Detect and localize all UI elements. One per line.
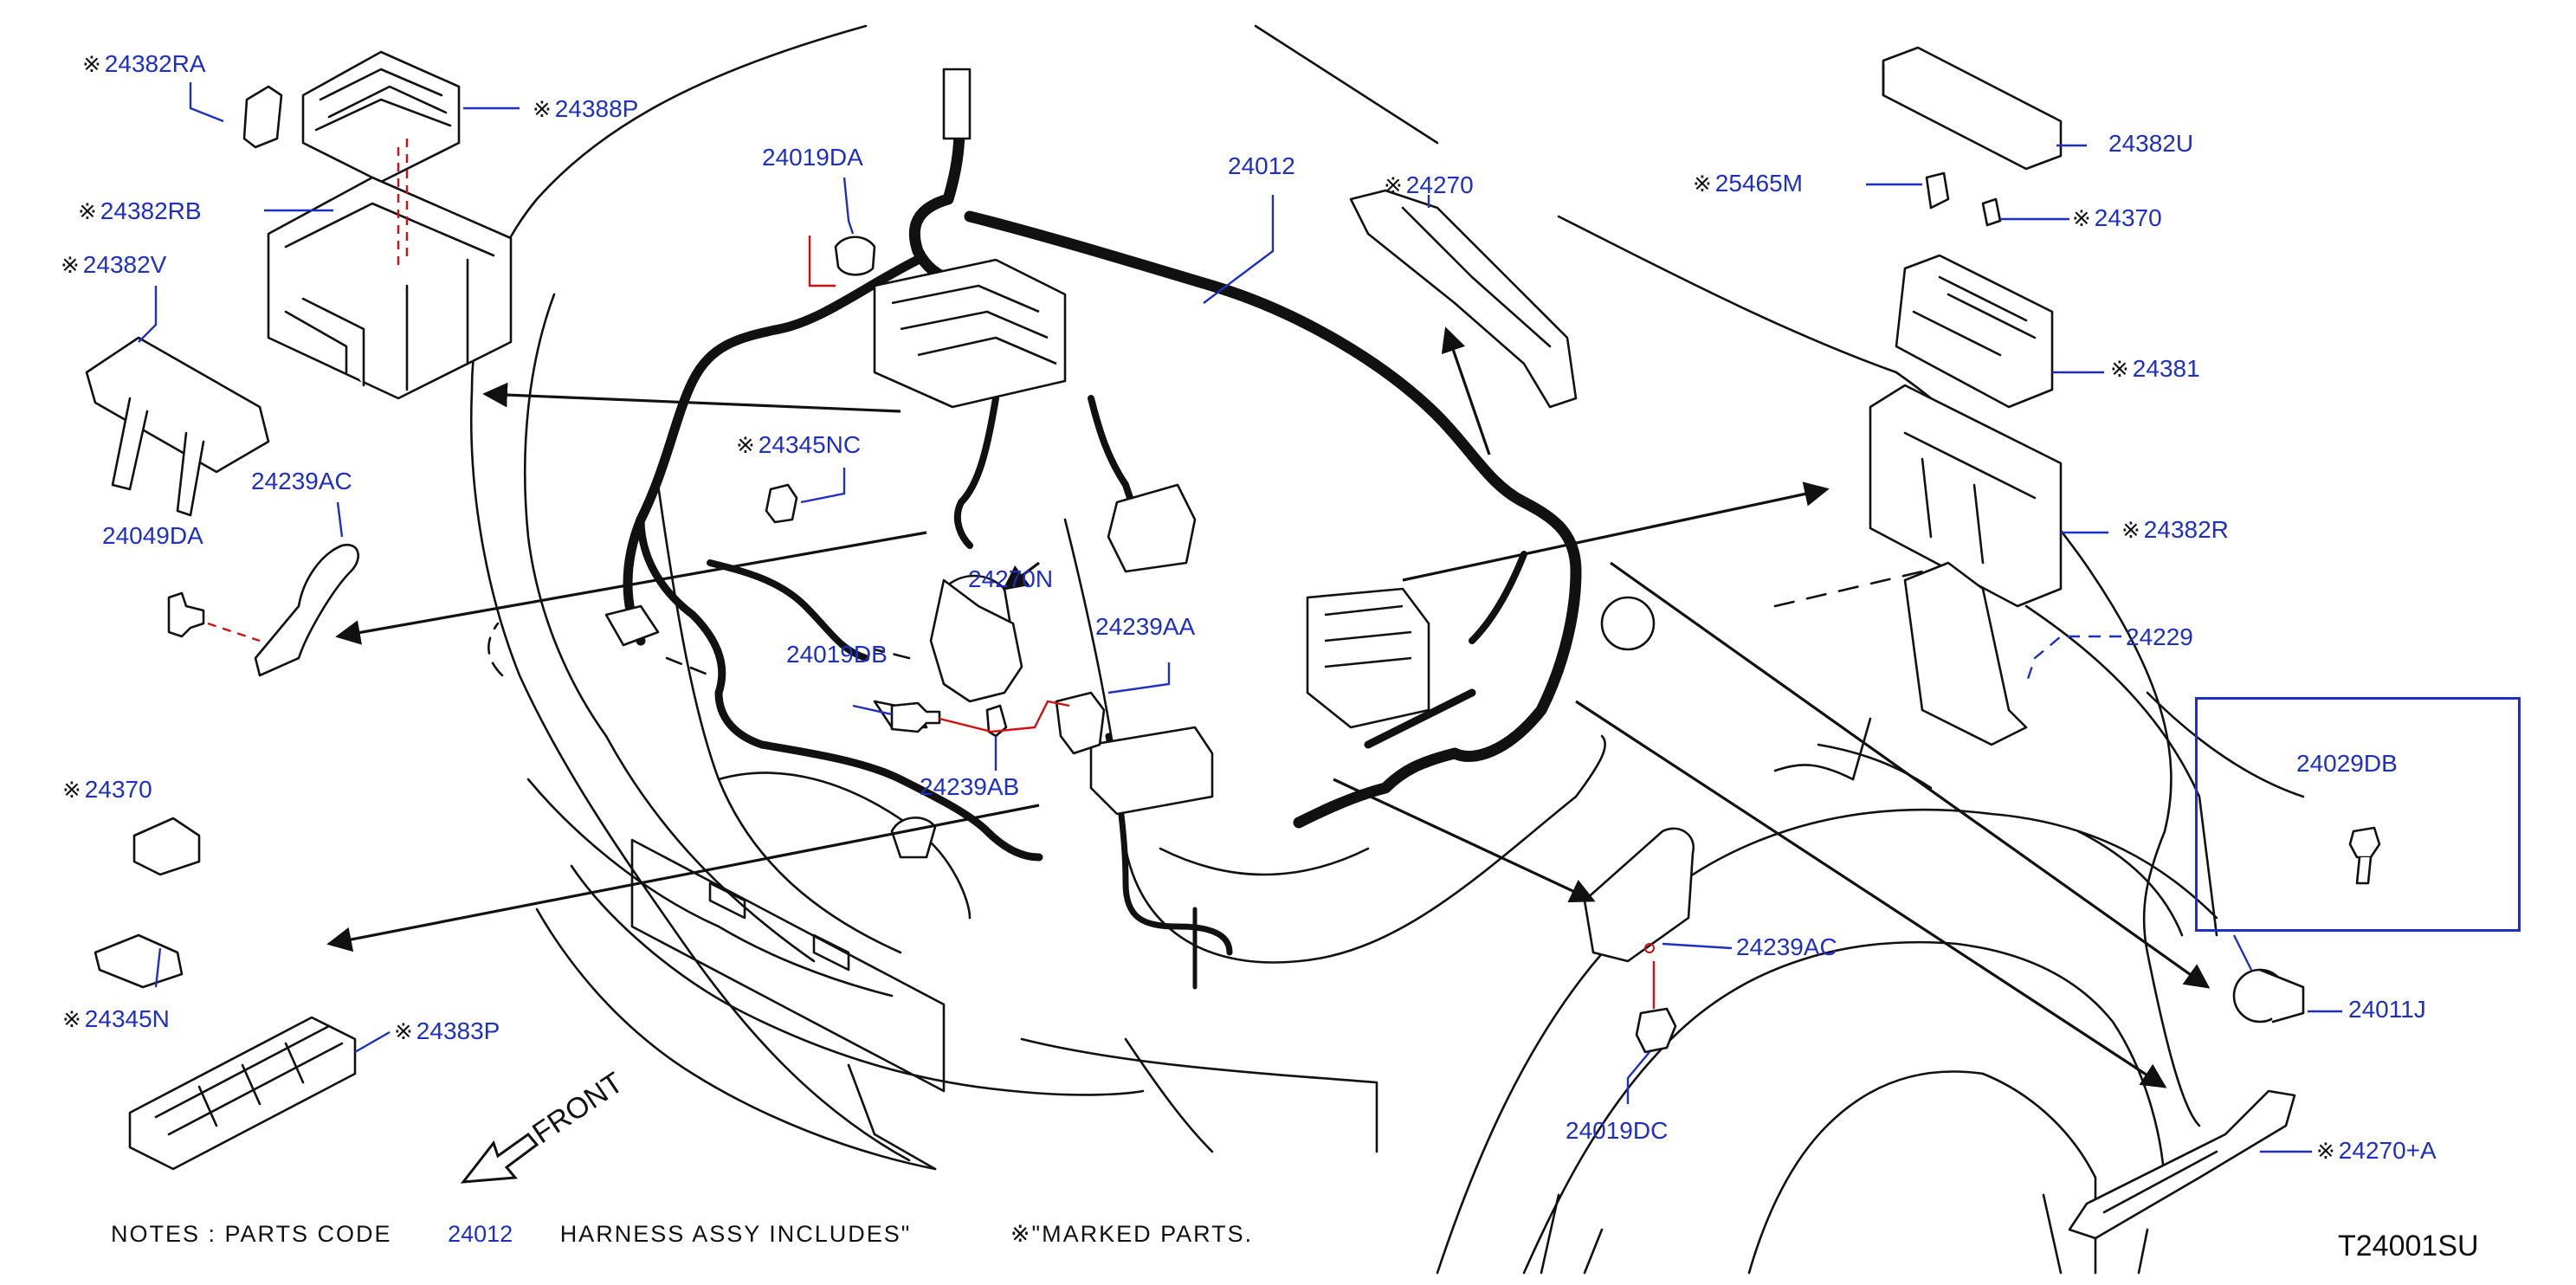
label-24229: 24229 — [2126, 623, 2193, 650]
label-24382R: ※24382R — [2121, 516, 2229, 543]
notes-suffix: ※"MARKED PARTS. — [1010, 1221, 1254, 1247]
harness-components — [604, 68, 1656, 859]
label-24388P: ※24388P — [533, 95, 639, 122]
notes-prefix: NOTES : PARTS CODE — [111, 1221, 392, 1247]
label-24019DA: 24019DA — [762, 144, 863, 171]
diagram-code: T24001SU — [2338, 1230, 2479, 1262]
wiring-harness-24012 — [623, 72, 1582, 990]
inset-box-24029DB — [2195, 697, 2521, 932]
label-24382RA: ※24382RA — [82, 50, 206, 77]
front-arrow — [460, 1132, 539, 1184]
label-24370-left: ※24370 — [62, 776, 152, 803]
label-24370-top: ※24370 — [2072, 204, 2162, 231]
label-24239AB: 24239AB — [920, 773, 1020, 800]
label-24383P: ※24383P — [394, 1017, 500, 1044]
notes-part: 24012 — [448, 1221, 513, 1247]
label-24239AA: 24239AA — [1095, 613, 1196, 640]
label-24345N: ※24345N — [62, 1005, 170, 1032]
label-25465M: ※25465M — [1693, 170, 1803, 197]
red-dot — [1644, 943, 1655, 953]
label-24019DB: 24019DB — [786, 641, 888, 668]
label-24270N: 24270N — [968, 565, 1054, 592]
label-24270-plus-A: ※24270+A — [2316, 1137, 2437, 1164]
label-24029DB: 24029DB — [2296, 750, 2398, 777]
label-24019DC: 24019DC — [1566, 1117, 1669, 1144]
label-24345NC: ※24345NC — [736, 431, 862, 458]
label-24270: ※24270 — [1384, 171, 1474, 198]
label-leaders — [138, 82, 2342, 1153]
label-24381: ※24381 — [2110, 355, 2200, 382]
notes-middle: HARNESS ASSY INCLUDES" — [559, 1221, 912, 1247]
label-24012: 24012 — [1228, 152, 1295, 179]
label-24049DA: 24049DA — [102, 522, 203, 549]
label-24382V: ※24382V — [61, 251, 167, 278]
label-24239AC-right: 24239AC — [1736, 933, 1837, 960]
notes-line: NOTES : PARTS CODE 24012 HARNESS ASSY IN… — [111, 1221, 1253, 1248]
label-24382RB: ※24382RB — [78, 197, 202, 224]
vehicle-body-outline — [469, 24, 2305, 1275]
label-24239AC-left: 24239AC — [251, 468, 352, 494]
red-leaders — [207, 139, 1656, 1009]
label-24382U: 24382U — [2108, 130, 2194, 157]
arrows — [326, 326, 2211, 1088]
label-24011J: 24011J — [2348, 996, 2426, 1023]
exploded-parts — [85, 46, 2381, 1240]
